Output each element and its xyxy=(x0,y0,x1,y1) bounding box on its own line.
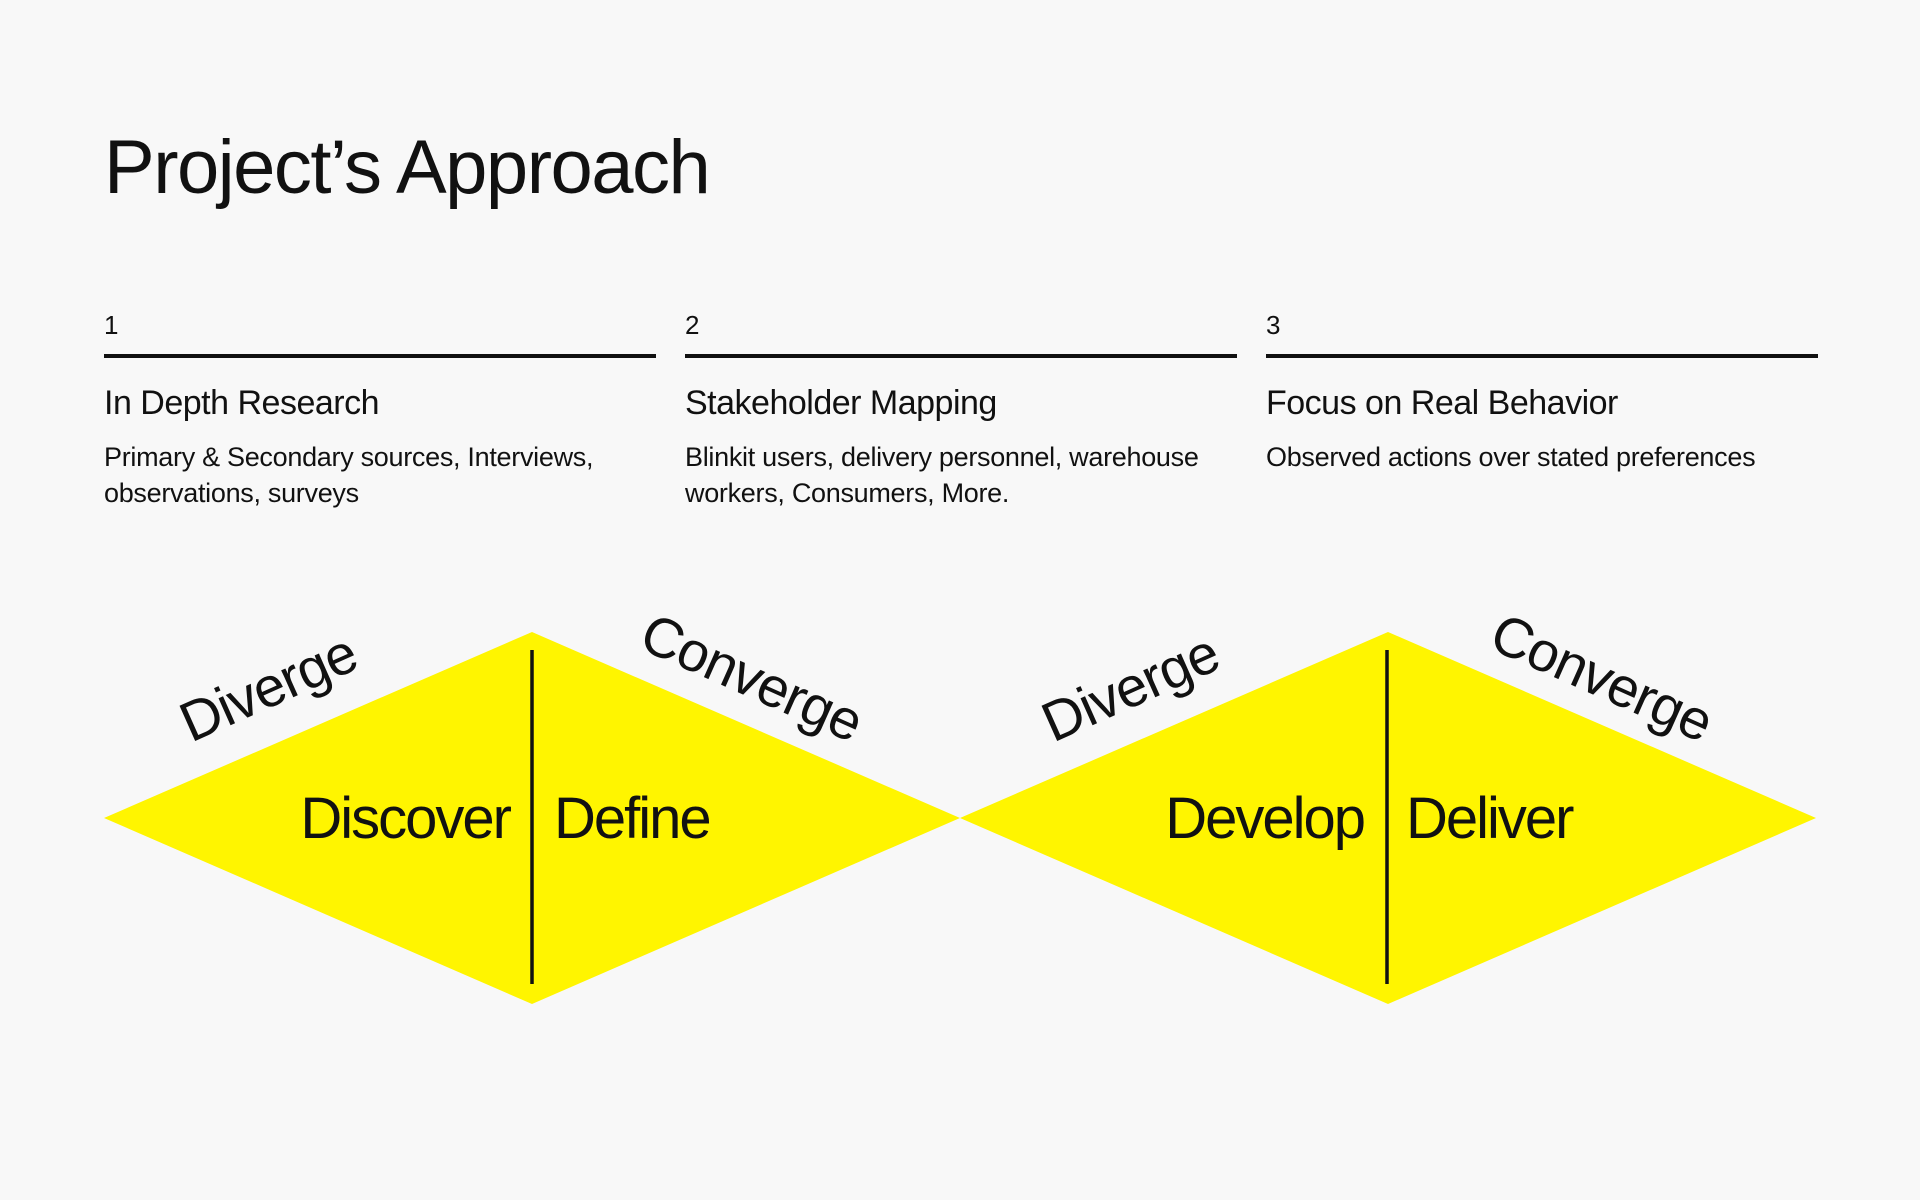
step-2: 2 Stakeholder Mapping Blinkit users, del… xyxy=(685,312,1237,511)
page-title: Project’s Approach xyxy=(104,125,711,210)
phase-label-deliver: Deliver xyxy=(1406,786,1574,851)
step-description: Observed actions over stated preferences xyxy=(1266,442,1756,472)
step-title: Stakeholder Mapping xyxy=(685,384,997,422)
step-number: 1 xyxy=(104,310,119,340)
phase-label-define: Define xyxy=(554,786,710,851)
step-title: In Depth Research xyxy=(104,384,380,422)
step-3: 3 Focus on Real Behavior Observed action… xyxy=(1266,312,1818,475)
step-description: Blinkit users, delivery personnel, wareh… xyxy=(685,442,1199,508)
step-divider xyxy=(104,354,656,358)
phase-label-develop: Develop xyxy=(1165,786,1364,851)
diamond-2: Develop Deliver Diverge Converge xyxy=(960,601,1816,1004)
step-divider xyxy=(685,354,1237,358)
step-number: 2 xyxy=(685,310,700,340)
step-number: 3 xyxy=(1266,310,1281,340)
phase-label-discover: Discover xyxy=(300,786,511,851)
step-description: Primary & Secondary sources, Interviews,… xyxy=(104,442,594,508)
step-1: 1 In Depth Research Primary & Secondary … xyxy=(104,312,656,511)
step-divider xyxy=(1266,354,1818,358)
diamond-1: Discover Define Diverge Converge xyxy=(104,601,960,1004)
step-title: Focus on Real Behavior xyxy=(1266,384,1618,422)
